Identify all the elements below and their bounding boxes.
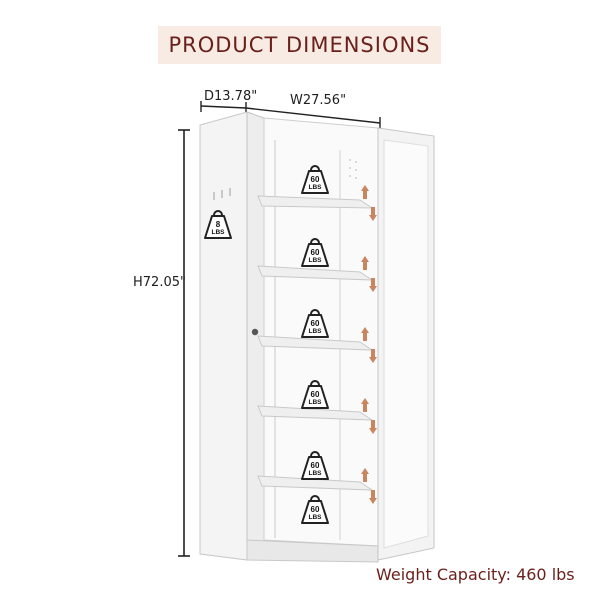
kettlebell-weight-icon: [301, 309, 329, 338]
weight-value: 60: [310, 505, 320, 514]
cabinet-base: [246, 539, 379, 563]
height-label: H72.05": [133, 275, 186, 290]
kettlebell-weight-icon: [301, 451, 329, 480]
kettlebell-weight-icon: [204, 210, 232, 239]
up-down-arrow-icon: [360, 325, 378, 365]
weight-value: 60: [310, 319, 320, 328]
weight-value: 60: [310, 461, 320, 470]
page-title: PRODUCT DIMENSIONS: [168, 33, 431, 57]
weight-unit: LBS: [308, 328, 322, 335]
weight-unit: LBS: [308, 257, 322, 264]
weight-value: 60: [310, 390, 320, 399]
up-down-arrow-icon: [360, 466, 378, 506]
weight-value: 60: [310, 175, 320, 184]
kettlebell-weight-icon: [301, 495, 329, 524]
title-banner: PRODUCT DIMENSIONS: [158, 26, 441, 64]
kettlebell-weight-icon: [301, 238, 329, 267]
shelves: [257, 195, 374, 491]
weight-value: 60: [310, 248, 320, 257]
up-down-arrow-icon: [360, 183, 378, 223]
depth-label: D13.78": [204, 89, 258, 104]
weight-unit: LBS: [308, 399, 322, 406]
depth-dimension-line: [200, 101, 247, 112]
door-hook-weight-badge: 8 LBS: [203, 207, 233, 241]
right-door: [377, 127, 435, 561]
up-down-arrow-icon: [360, 254, 378, 294]
height-dimension-line: [178, 129, 190, 557]
weight-capacity-label: Weight Capacity: 460 lbs: [376, 565, 575, 584]
kettlebell-weight-icon: [301, 165, 329, 194]
up-down-arrow-icon: [360, 396, 378, 436]
kettlebell-weight-icon: [301, 380, 329, 409]
weight-unit: LBS: [211, 229, 225, 236]
weight-unit: LBS: [308, 470, 322, 477]
door-lock: [251, 328, 259, 336]
cabinet-side-panel: [199, 111, 248, 561]
weight-unit: LBS: [308, 184, 322, 191]
weight-unit: LBS: [308, 514, 322, 521]
width-label: W27.56": [290, 93, 347, 108]
weight-value: 8: [215, 220, 221, 229]
